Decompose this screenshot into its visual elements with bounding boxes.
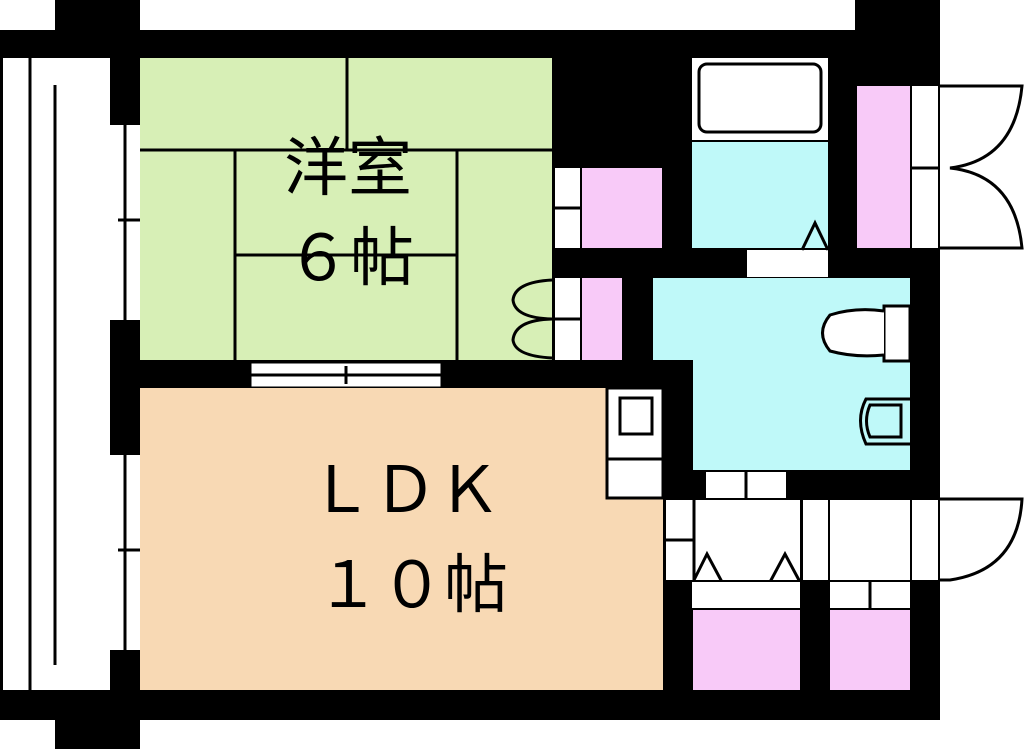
ldk-size: １０帖 xyxy=(316,549,508,623)
storage-bottom-right xyxy=(830,610,910,690)
bathtub xyxy=(697,62,823,134)
washroom-toilet xyxy=(653,278,912,500)
bathroom xyxy=(692,58,830,277)
bathroom-door xyxy=(747,250,828,277)
ldk-name: ＬＤＫ xyxy=(309,454,501,528)
closet-upper xyxy=(555,168,662,248)
hall-entrance xyxy=(666,497,1024,690)
tatami-lines xyxy=(140,58,552,360)
sliding-door xyxy=(248,360,444,390)
ldk: ＬＤＫ １０帖 xyxy=(140,386,665,690)
balcony xyxy=(3,58,140,690)
western-room: 洋室 ６帖 xyxy=(140,58,552,360)
closet-lower xyxy=(511,278,622,360)
toilet-bowl xyxy=(821,308,885,358)
western-room-name: 洋室 xyxy=(284,132,412,206)
sink xyxy=(618,396,654,436)
storage-bottom-left xyxy=(693,610,800,690)
washbasin xyxy=(859,397,910,446)
double-door-swing xyxy=(940,84,1024,250)
toilet-tank xyxy=(882,304,912,363)
closet-door-swing xyxy=(511,278,553,360)
western-room-size: ６帖 xyxy=(286,222,414,296)
storage-right xyxy=(857,84,1024,250)
entrance-door-swing xyxy=(940,497,1024,582)
